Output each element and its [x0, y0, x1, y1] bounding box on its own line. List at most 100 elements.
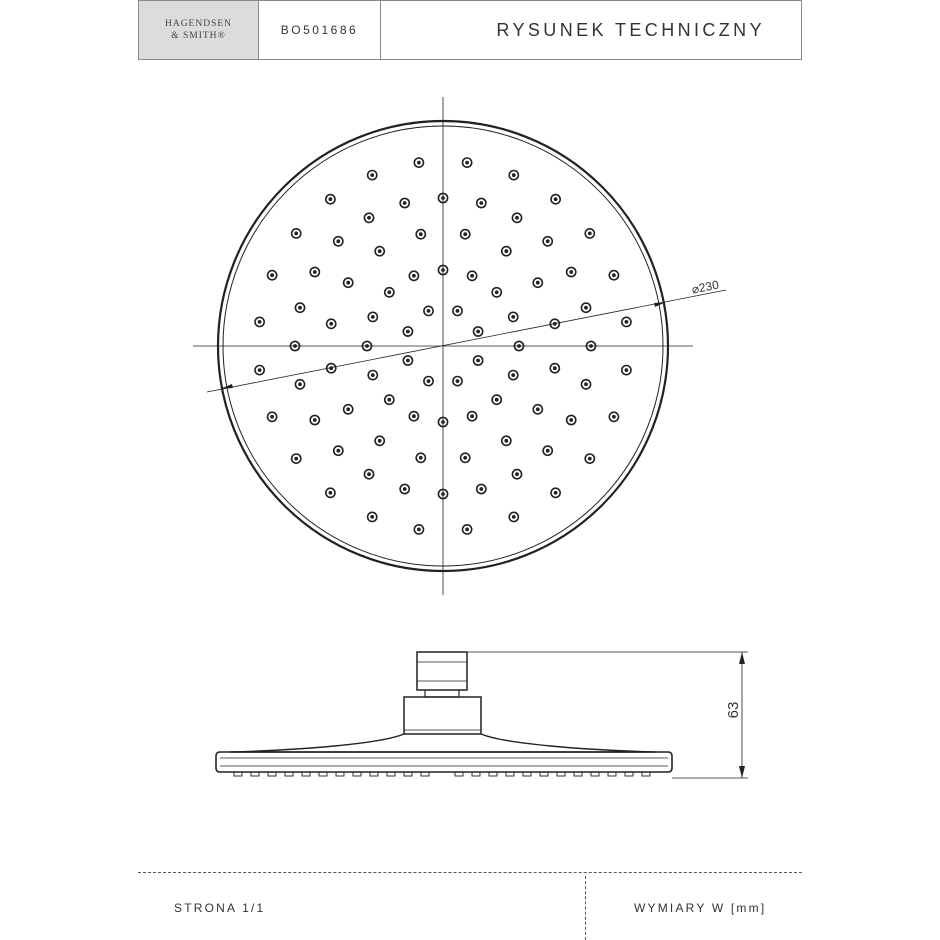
nozzle — [408, 410, 420, 422]
side-nozzle — [454, 771, 464, 777]
side-nozzle — [590, 771, 600, 777]
nozzle-center — [367, 215, 371, 220]
nozzle — [452, 305, 463, 317]
nozzle — [294, 302, 306, 314]
nozzle — [472, 326, 484, 337]
inner-rim — [222, 125, 664, 567]
nozzle — [266, 411, 278, 423]
nozzle-center — [329, 321, 334, 326]
top-view — [193, 97, 727, 595]
nozzle — [374, 245, 386, 257]
nozzle — [472, 355, 484, 366]
nozzle-center — [402, 487, 407, 491]
nozzle-center — [465, 160, 470, 165]
side-nozzle — [488, 771, 498, 777]
nozzle — [383, 286, 395, 298]
nozzle-center — [463, 232, 468, 237]
nozzle — [415, 452, 427, 464]
footer-separator — [585, 876, 586, 940]
head-body — [403, 696, 482, 735]
nozzle — [491, 286, 503, 298]
side-nozzle — [641, 771, 651, 777]
nozzle-center — [465, 527, 470, 532]
nozzle — [513, 340, 525, 352]
nozzle — [363, 468, 375, 480]
nozzle — [290, 453, 302, 464]
side-nozzle — [250, 771, 260, 777]
nozzle-center — [479, 201, 484, 205]
nozzle-center — [441, 196, 445, 200]
nozzle — [466, 270, 478, 282]
side-nozzle — [233, 771, 243, 777]
nozzle — [399, 483, 411, 495]
nozzle-center — [535, 280, 540, 285]
nozzle-center — [569, 270, 574, 274]
nozzle-center — [535, 407, 540, 412]
nozzle-center — [455, 379, 460, 384]
nozzle — [491, 394, 503, 406]
nozzle-center — [387, 290, 392, 295]
nozzle — [342, 403, 354, 415]
nozzle — [342, 277, 354, 289]
nozzle — [374, 435, 386, 447]
side-nozzle — [556, 771, 566, 777]
page-number: STRONA 1/1 — [174, 901, 266, 915]
nozzle — [550, 193, 561, 205]
nozzle-center — [270, 273, 275, 278]
outer-rim — [216, 119, 670, 573]
side-nozzle — [607, 771, 617, 777]
nozzle-center — [377, 438, 382, 443]
nozzle-center — [441, 268, 445, 272]
nozzle — [584, 227, 596, 239]
height-arrow-top — [739, 652, 745, 664]
footer-divider — [138, 872, 802, 873]
nozzle-center — [470, 414, 475, 419]
side-nozzle — [505, 771, 515, 777]
nozzle-center — [584, 382, 588, 387]
document-title: RYSUNEK TECHNICZNY — [496, 19, 765, 40]
brand-logo: HAGENDSEN & SMITH® — [139, 1, 259, 59]
diameter-arrow-left — [220, 384, 233, 389]
diameter-label: ⌀230 — [691, 278, 721, 297]
side-nozzle — [267, 771, 277, 777]
nozzle-center — [476, 358, 481, 363]
side-nozzle — [420, 771, 430, 777]
nozzle-center — [336, 448, 341, 453]
nozzle — [461, 157, 473, 168]
nozzle — [383, 394, 395, 406]
nozzle — [415, 228, 427, 240]
nozzle-center — [470, 273, 475, 278]
nozzle — [508, 511, 520, 523]
nozzle — [549, 362, 561, 374]
nozzle-center — [387, 397, 392, 402]
nozzle-center — [257, 320, 262, 324]
nozzle-center — [365, 344, 369, 348]
nozzle — [423, 305, 434, 317]
nozzle-center — [587, 456, 592, 461]
diameter-arrow-right — [654, 302, 666, 307]
side-nozzle — [284, 771, 294, 777]
nozzle — [254, 364, 265, 376]
nozzle — [459, 452, 471, 464]
nozzle-center — [367, 472, 371, 477]
nozzle-center — [346, 407, 351, 412]
nozzle-center — [298, 382, 302, 387]
nozzle-center — [589, 344, 593, 348]
nozzle-center — [346, 280, 351, 285]
nozzle-center — [412, 414, 416, 419]
nozzle-center — [545, 239, 550, 244]
side-nozzle — [471, 771, 481, 777]
nozzle — [475, 483, 487, 495]
brand-name: HAGENDSEN — [164, 19, 233, 29]
nozzle-center — [511, 515, 516, 519]
nozzle — [466, 410, 478, 422]
side-nozzle — [539, 771, 549, 777]
nozzle-center — [504, 438, 509, 443]
nozzle-center — [293, 344, 297, 348]
nozzle-center — [479, 487, 484, 491]
nozzle-center — [294, 231, 299, 236]
connector-neck — [424, 690, 460, 698]
title-block: HAGENDSEN & SMITH® BO501686 RYSUNEK TECH… — [138, 0, 802, 60]
nozzle-center — [426, 379, 431, 384]
